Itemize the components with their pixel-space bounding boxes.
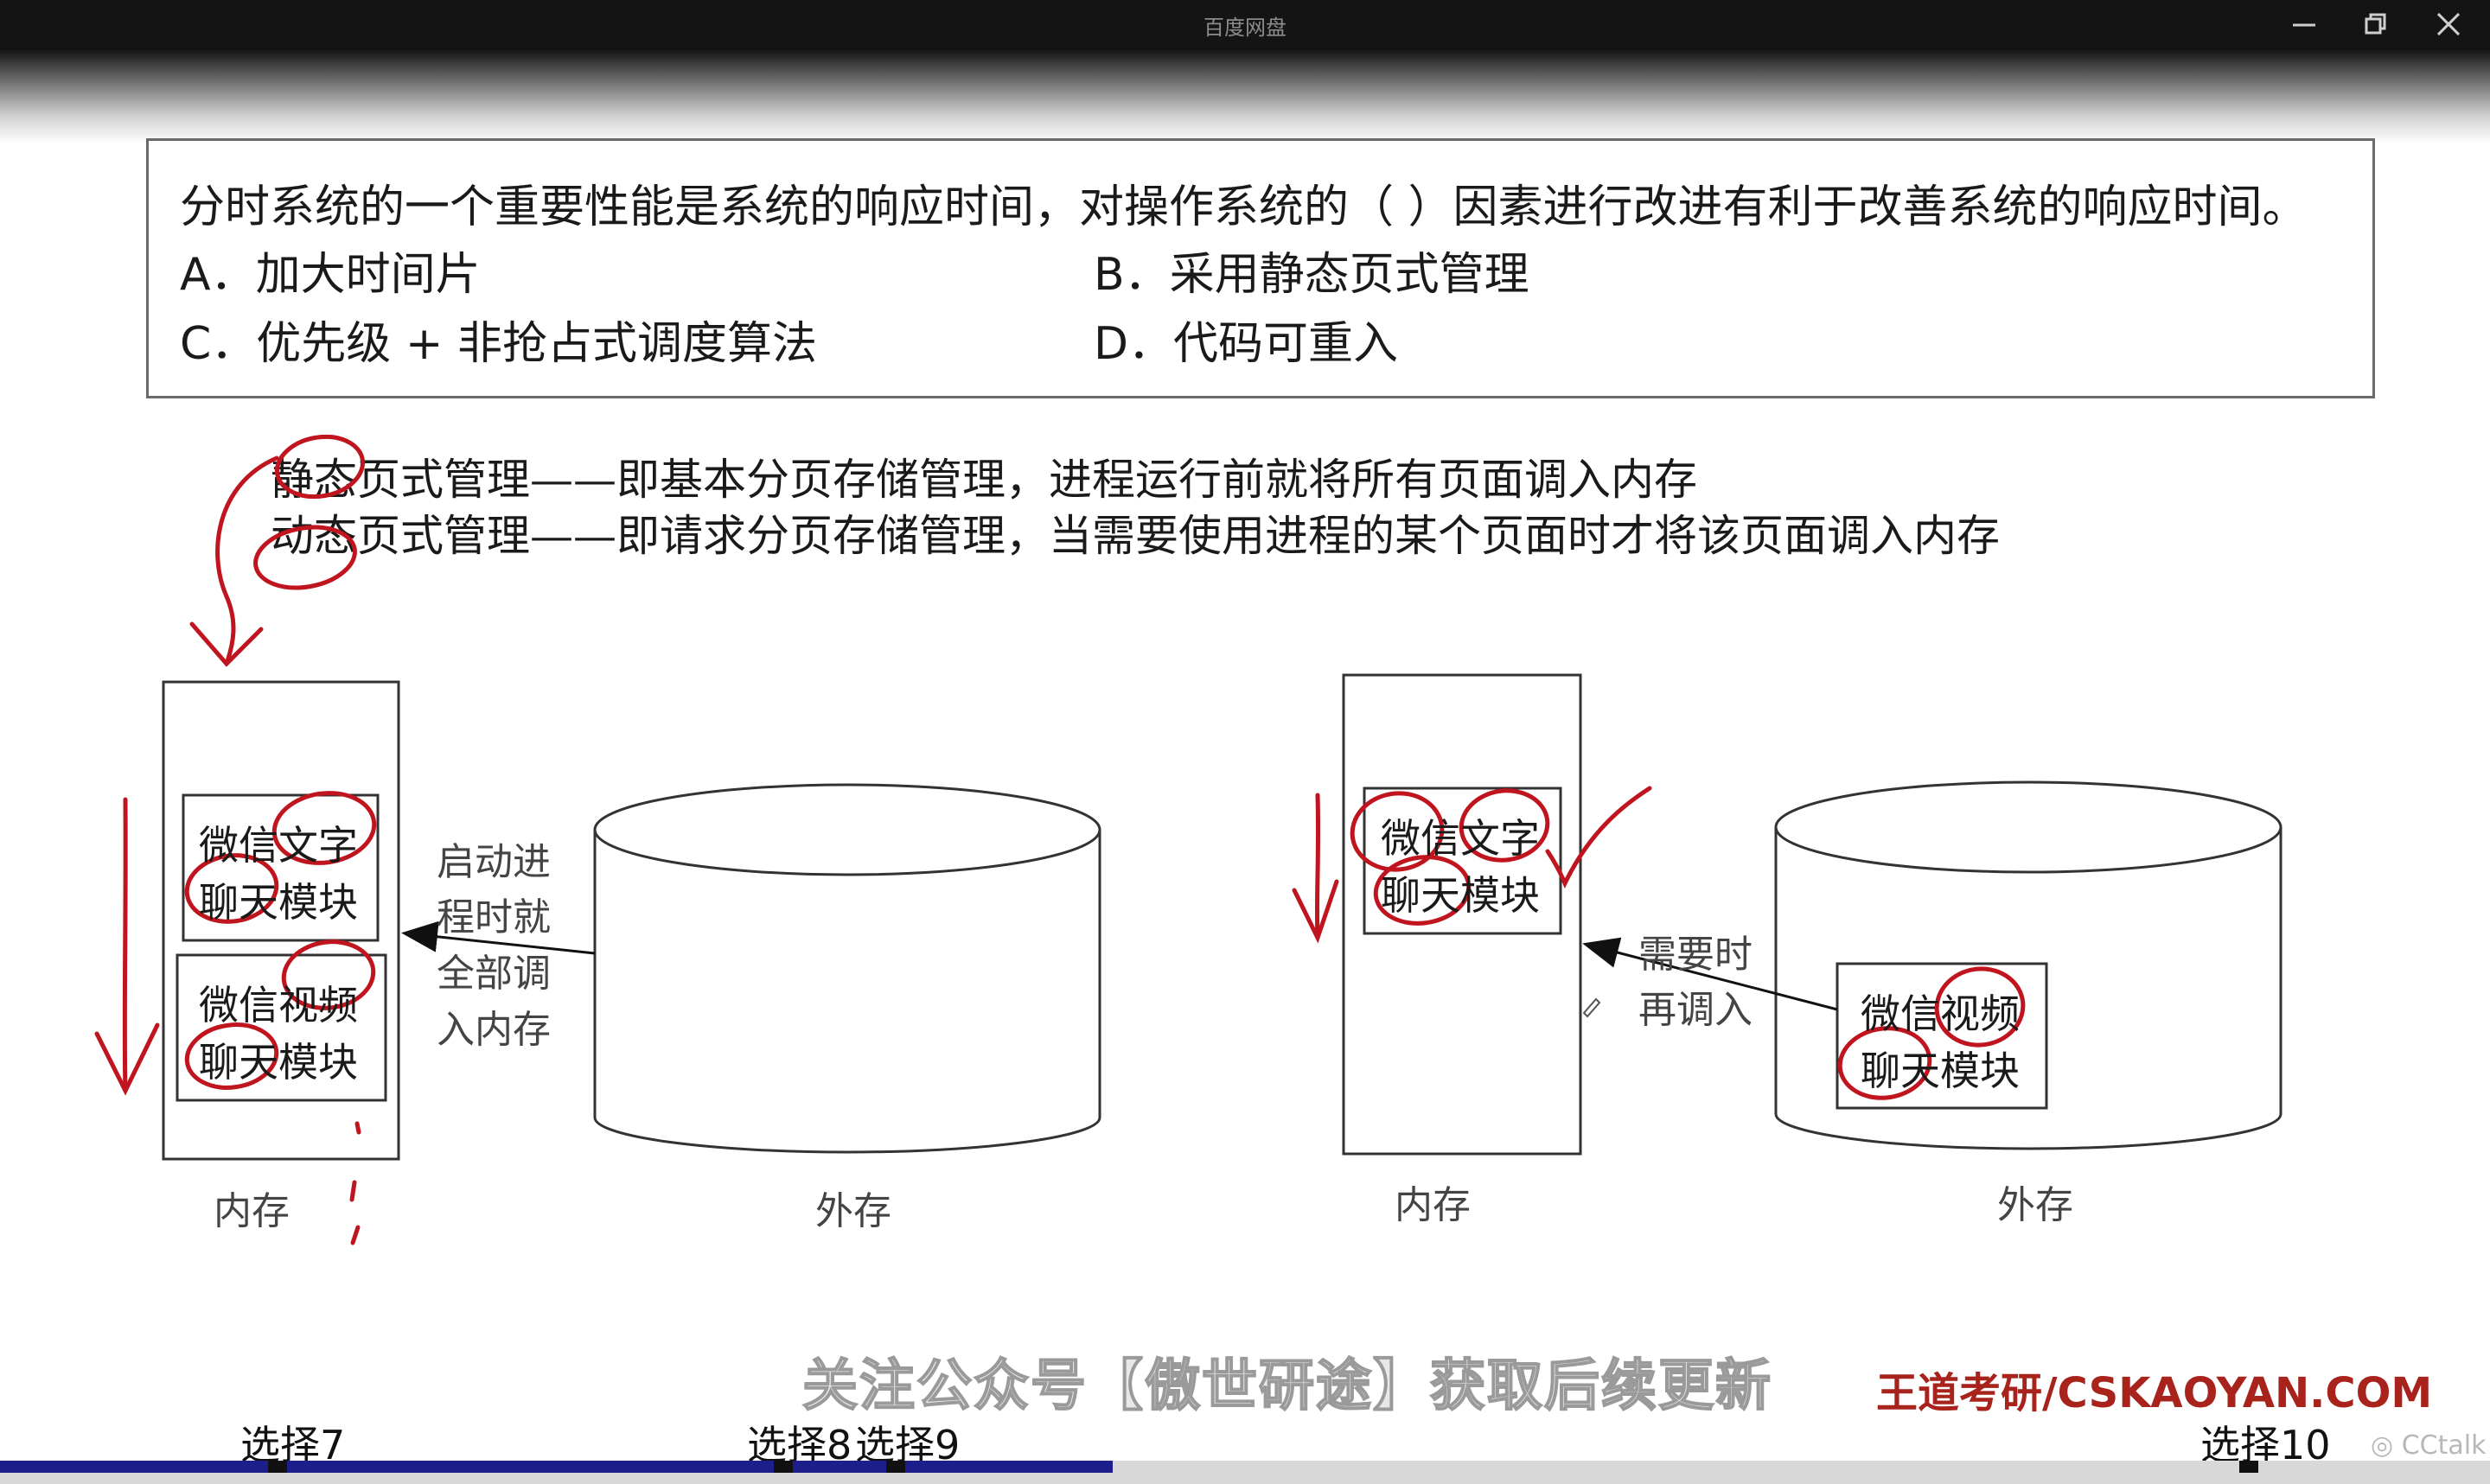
left-arrow-label-4: 入内存: [437, 1008, 551, 1052]
chapter-marker-10[interactable]: [2239, 1461, 2258, 1473]
option-b: B．采用静态页式管理: [1094, 249, 1529, 301]
left-module1-line1: 微信文字: [199, 822, 358, 869]
chapter-marker-9[interactable]: [886, 1461, 905, 1473]
subtitle-caption: 关注公众号【傲世研途】获取后续更新: [801, 1353, 1772, 1419]
question-stem: 分时系统的一个重要性能是系统的响应时间，对操作系统的（ ）因素进行改进有利于改善…: [180, 182, 2308, 233]
pen-cursor-icon: [1582, 997, 1601, 1018]
right-disk-label: 外存: [1997, 1183, 2073, 1227]
left-memory-label: 内存: [214, 1189, 290, 1233]
explanation-static-paging: 静态页式管理——即基本分页存储管理，进程运行前就将所有页面调入内存: [271, 455, 1697, 505]
right-load-arrow: [1582, 937, 1838, 1011]
close-button[interactable]: [2418, 7, 2479, 41]
right-memory-label: 内存: [1395, 1183, 1471, 1227]
close-icon: [2437, 13, 2460, 35]
minimize-button[interactable]: [2274, 7, 2334, 41]
restore-button[interactable]: [2346, 7, 2406, 41]
chapter-marker-8[interactable]: [774, 1461, 793, 1473]
left-disk-cylinder: [593, 783, 1101, 1154]
chapter-marker-7[interactable]: [268, 1461, 287, 1473]
right-module2-line2: 聊天模块: [1861, 1048, 2020, 1094]
right-module1-line2: 聊天模块: [1381, 872, 1540, 919]
left-load-arrow: [401, 920, 596, 955]
progress-bar-fill: [0, 1461, 1114, 1473]
right-arrow-label-1: 需要时: [1638, 933, 1753, 977]
left-arrow-label-2: 程时就: [437, 895, 551, 939]
window-titlebar: 百度网盘: [0, 0, 2490, 48]
red-annotations: [94, 434, 2026, 1245]
left-module2-line2: 聊天模块: [199, 1039, 358, 1086]
option-c: C．优先级 + 非抢占式调度算法: [180, 318, 817, 370]
window-title: 百度网盘: [1204, 16, 1286, 40]
brand-watermark: 王道考研/CSKAOYAN.COM: [1876, 1369, 2433, 1417]
right-module-text-chat: [1363, 787, 1562, 935]
left-module-text-chat: [182, 793, 380, 942]
right-module2-line1: 微信视频: [1861, 990, 2020, 1037]
left-module1-line2: 聊天模块: [199, 879, 358, 926]
restore-icon: [2365, 13, 2386, 35]
left-disk-label: 外存: [815, 1189, 891, 1233]
minimize-icon: [2293, 23, 2315, 27]
left-arrow-label-3: 全部调: [437, 952, 551, 996]
video-top-fade: [0, 48, 2490, 143]
left-arrow-label-1: 启动进: [437, 840, 551, 884]
right-module1-line1: 微信文字: [1381, 815, 1540, 862]
right-arrow-label-2: 再调入: [1638, 988, 1753, 1032]
question-box: 分时系统的一个重要性能是系统的响应时间，对操作系统的（ ）因素进行改进有利于改善…: [146, 138, 2375, 398]
option-d: D．代码可重入: [1094, 318, 1399, 370]
option-a: A．加大时间片: [180, 249, 481, 301]
cctalk-watermark: ◎ CCtalk: [2371, 1430, 2486, 1461]
cctalk-watermark-text: CCtalk: [2401, 1430, 2487, 1461]
explanation-dynamic-paging: 动态页式管理——即请求分页存储管理，当需要使用进程的某个页面时才将该页面调入内存: [271, 511, 2000, 561]
left-module2-line1: 微信视频: [199, 982, 358, 1029]
cctalk-logo-icon: ◎: [2371, 1430, 2394, 1461]
